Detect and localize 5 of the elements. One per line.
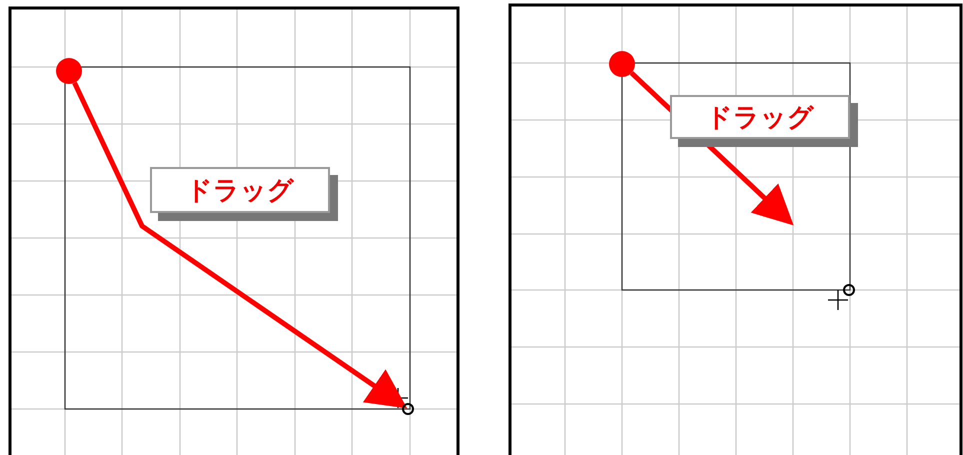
cursor-circle bbox=[402, 403, 414, 415]
drag-start-dot bbox=[56, 58, 82, 84]
arrow bbox=[72, 82, 408, 408]
drag-start-dot bbox=[609, 51, 635, 77]
cursor-circle bbox=[843, 284, 855, 296]
